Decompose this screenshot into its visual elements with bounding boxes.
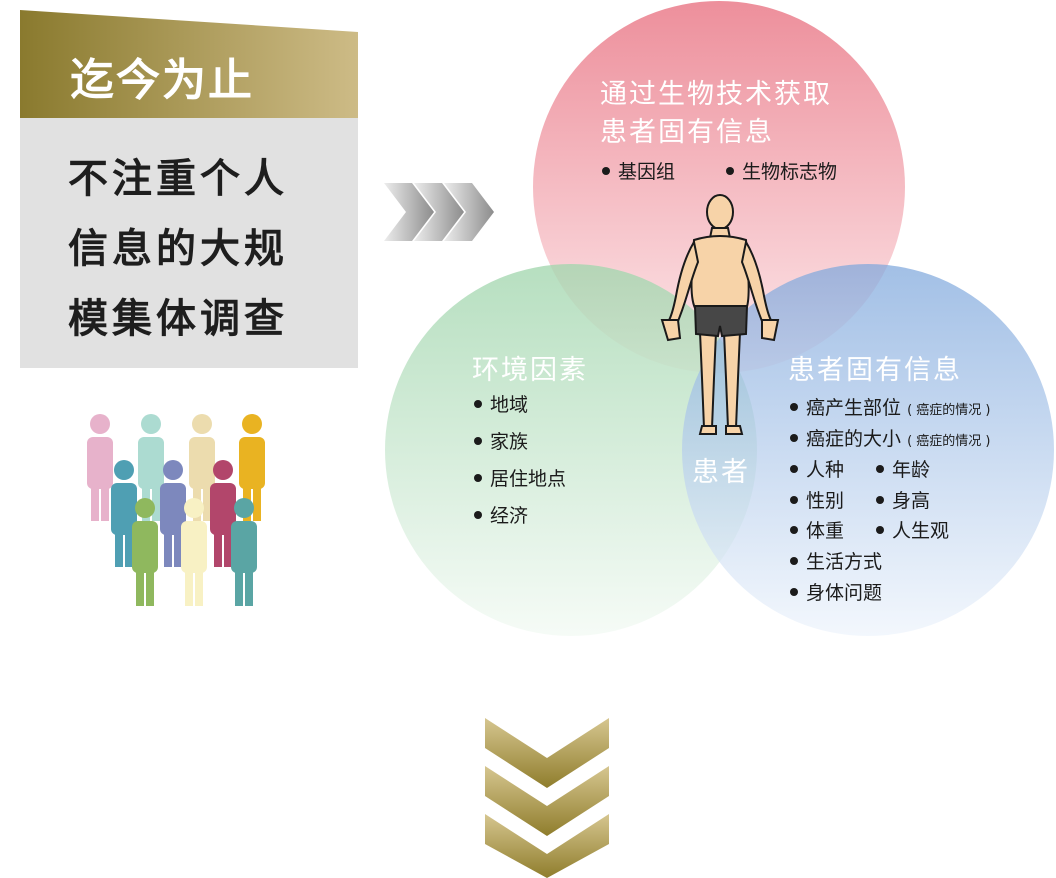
title-band <box>20 10 358 118</box>
list-item: 人种 <box>790 455 844 482</box>
chevron-right-arrow-icon <box>384 183 494 241</box>
list-item: 年龄 <box>876 455 930 482</box>
center-label: 患者 <box>692 457 750 488</box>
list-item: 地域 <box>474 390 528 417</box>
list-item: 人生观 <box>876 516 949 543</box>
list-item: 身体问题 <box>790 578 882 605</box>
list-item: 性别 <box>790 486 844 513</box>
list-item: 身高 <box>876 486 930 513</box>
venn-circle-right <box>682 264 1054 636</box>
page-title: 迄今为止 <box>70 55 254 106</box>
list-item: 居住地点 <box>474 464 566 491</box>
box-line-2: 信息的大规 <box>68 226 288 272</box>
list-item: 体重 <box>790 516 844 543</box>
chevron-down-arrow-icon <box>485 718 609 878</box>
info-box <box>20 118 358 368</box>
people-group-icon <box>87 414 265 606</box>
top-circle-title-2: 患者固有信息 <box>600 117 774 148</box>
left-circle-title: 环境因素 <box>472 355 588 386</box>
list-item: 癌症的大小 ( 癌症的情况 ) <box>790 424 990 451</box>
top-circle-title-1: 通过生物技术获取 <box>600 79 832 110</box>
venn-circle-left <box>385 264 757 636</box>
human-body-icon <box>660 194 780 435</box>
right-circle-title: 患者固有信息 <box>788 355 962 386</box>
list-item: 生物标志物 <box>726 157 837 184</box>
box-line-3: 模集体调查 <box>68 296 288 342</box>
list-item: 基因组 <box>602 157 675 184</box>
list-item: 家族 <box>474 427 528 454</box>
list-item: 癌产生部位 ( 癌症的情况 ) <box>790 393 990 420</box>
box-line-1: 不注重个人 <box>68 156 288 202</box>
list-item: 生活方式 <box>790 547 882 574</box>
list-item: 经济 <box>474 501 528 528</box>
